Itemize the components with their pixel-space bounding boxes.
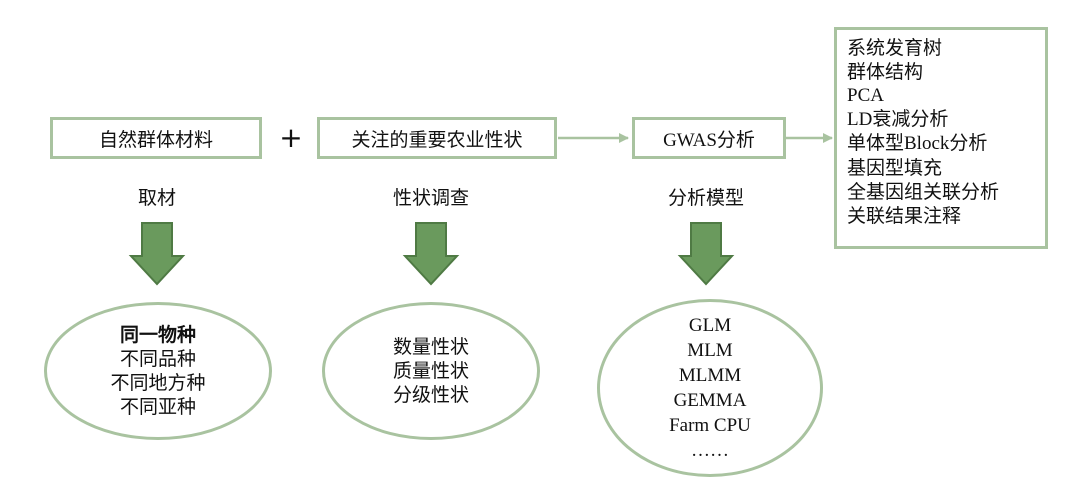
material-ellipse: 同一物种 不同品种 不同地方种 不同亚种 <box>44 302 272 440</box>
method-item: 全基因组关联分析 <box>847 181 1000 203</box>
model-item: Farm CPU <box>669 415 751 436</box>
gwas-analysis-label: GWAS分析 <box>663 129 755 151</box>
method-item: 单体型Block分析 <box>847 133 988 154</box>
method-item: 基因型填充 <box>847 157 943 179</box>
material-item: 不同地方种 <box>110 372 206 394</box>
model-item: …… <box>691 440 729 461</box>
trait-item: 分级性状 <box>392 384 469 406</box>
analysis-methods-box: 系统发育树 群体结构 PCA LD衰减分析 单体型Block分析 基因型填充 全… <box>834 27 1048 249</box>
method-item: PCA <box>847 85 884 106</box>
traits-ellipse: 数量性状 质量性状 分级性状 <box>322 302 540 440</box>
method-item: 群体结构 <box>847 61 924 83</box>
material-heading: 同一物种 <box>119 324 196 346</box>
caption-sampling: 取材 <box>137 187 177 209</box>
caption-analysis-models: 分析模型 <box>667 187 745 209</box>
model-item: MLMM <box>678 365 742 386</box>
method-item: 关联结果注释 <box>847 205 962 227</box>
material-item: 不同品种 <box>119 348 196 370</box>
method-item: LD衰减分析 <box>847 109 949 130</box>
material-item: 不同亚种 <box>119 396 196 418</box>
trait-item: 数量性状 <box>392 336 469 358</box>
key-traits-label: 关注的重要农业性状 <box>351 128 523 151</box>
method-item: 系统发育树 <box>847 37 943 59</box>
model-item: GEMMA <box>673 390 747 411</box>
models-ellipse: GLM MLM MLMM GEMMA Farm CPU …… <box>597 299 823 477</box>
natural-population-label: 自然群体材料 <box>98 128 213 151</box>
down-arrow-material <box>128 222 186 286</box>
caption-trait-survey: 性状调查 <box>392 187 470 209</box>
down-arrow-traits <box>402 222 460 286</box>
model-item: MLM <box>687 340 733 361</box>
gwas-analysis-box: GWAS分析 <box>632 117 786 159</box>
plus-sign: + <box>279 121 303 154</box>
down-arrow-gwas <box>677 222 735 286</box>
trait-item: 质量性状 <box>392 360 469 382</box>
key-traits-box: 关注的重要农业性状 <box>317 117 557 159</box>
natural-population-box: 自然群体材料 <box>50 117 262 159</box>
model-item: GLM <box>688 315 732 336</box>
